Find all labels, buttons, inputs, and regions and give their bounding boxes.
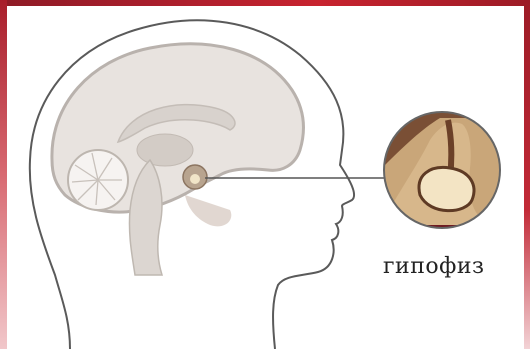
pituitary-label: гипофиз (383, 254, 484, 279)
pituitary-inset (380, 110, 510, 245)
thalamus (137, 134, 193, 166)
pituitary-core (190, 174, 200, 184)
